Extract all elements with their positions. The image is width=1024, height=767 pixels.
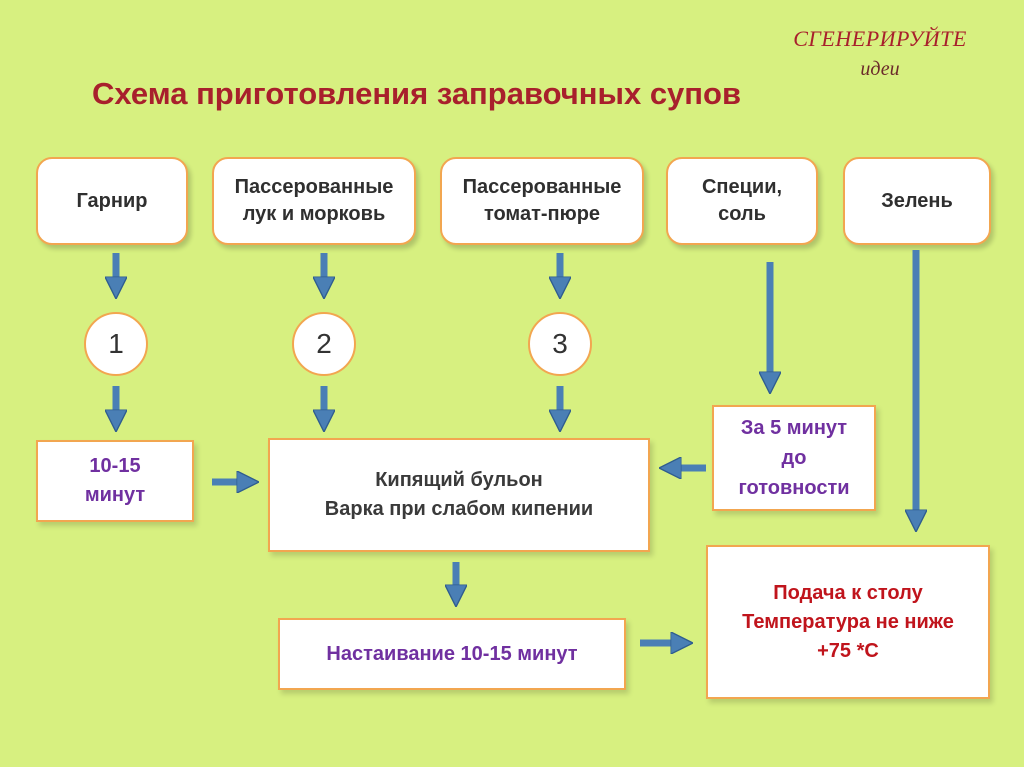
brand-logo: СГЕНЕРИРУЙТЕ идеи [740, 26, 1020, 81]
box-greens: Зелень [843, 157, 991, 245]
box-spice-timing: За 5 минут до готовности [712, 405, 876, 511]
box-spices-salt: Специи, соль [666, 157, 818, 245]
box-sauteed-onion-carrot: Пассерованные лук и морковь [212, 157, 416, 245]
box-serving: Подача к столу Температура не ниже +75 *… [706, 545, 990, 699]
step-circle-3: 3 [528, 312, 592, 376]
box-boiling-broth: Кипящий бульон Варка при слабом кипении [268, 438, 650, 552]
brand-line-2: идеи [860, 58, 900, 80]
brand-line-1: СГЕНЕРИРУЙТЕ [793, 26, 967, 51]
step-circle-2: 2 [292, 312, 356, 376]
box-infusing: Настаивание 10-15 минут [278, 618, 626, 690]
page-title: Схема приготовления заправочных супов [92, 76, 742, 111]
box-sauteed-tomato-puree: Пассерованные томат-пюре [440, 157, 644, 245]
box-cook-time: 10-15 минут [36, 440, 194, 522]
box-garnish: Гарнир [36, 157, 188, 245]
step-circle-1: 1 [84, 312, 148, 376]
